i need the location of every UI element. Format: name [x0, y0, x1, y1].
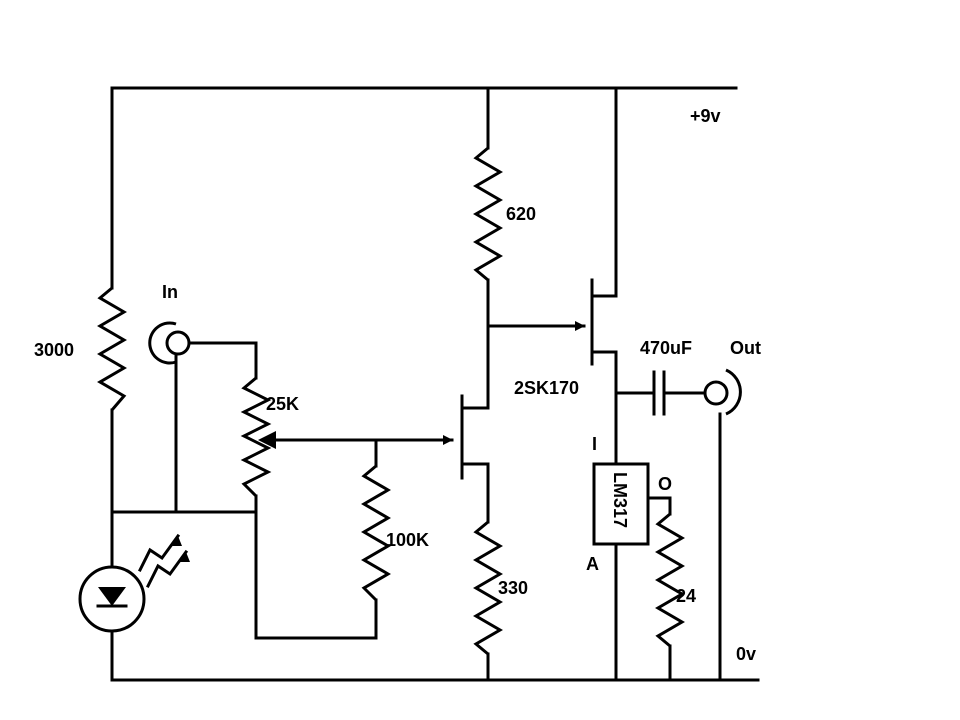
- label-25k: 25K: [266, 394, 299, 414]
- label-24: 24: [676, 586, 696, 606]
- positive-rail-label: +9v: [690, 106, 721, 126]
- label-470uf: 470uF: [640, 338, 692, 358]
- label-2sk170: 2SK170: [514, 378, 579, 398]
- label-lm317: LM317: [610, 472, 630, 528]
- resistor-24: [655, 512, 685, 682]
- label-3000: 3000: [34, 340, 74, 360]
- lm317-regulator: [592, 462, 672, 682]
- resistor-3000: [97, 86, 127, 568]
- label-100k: 100K: [386, 530, 429, 550]
- label-pin-a: A: [586, 554, 599, 574]
- wiper-arrow-head-left: [258, 431, 276, 449]
- capacitor-470uf: [614, 370, 708, 416]
- output-label: Out: [730, 338, 761, 358]
- jfet-input: [460, 394, 490, 524]
- input-jack: [148, 321, 258, 514]
- resistor-330: [473, 520, 503, 682]
- label-620: 620: [506, 204, 536, 224]
- label-pin-i: I: [592, 434, 597, 454]
- potentiometer-25k: [240, 341, 272, 640]
- resistor-620: [473, 86, 503, 410]
- input-label: In: [162, 282, 178, 302]
- jfet-2sk170: [590, 86, 618, 466]
- output-jack: [703, 368, 742, 682]
- ground-rail-label: 0v: [736, 644, 756, 664]
- photodiode: [78, 533, 190, 682]
- label-330: 330: [498, 578, 528, 598]
- resistor-100k: [361, 438, 391, 640]
- label-pin-o: O: [658, 474, 672, 494]
